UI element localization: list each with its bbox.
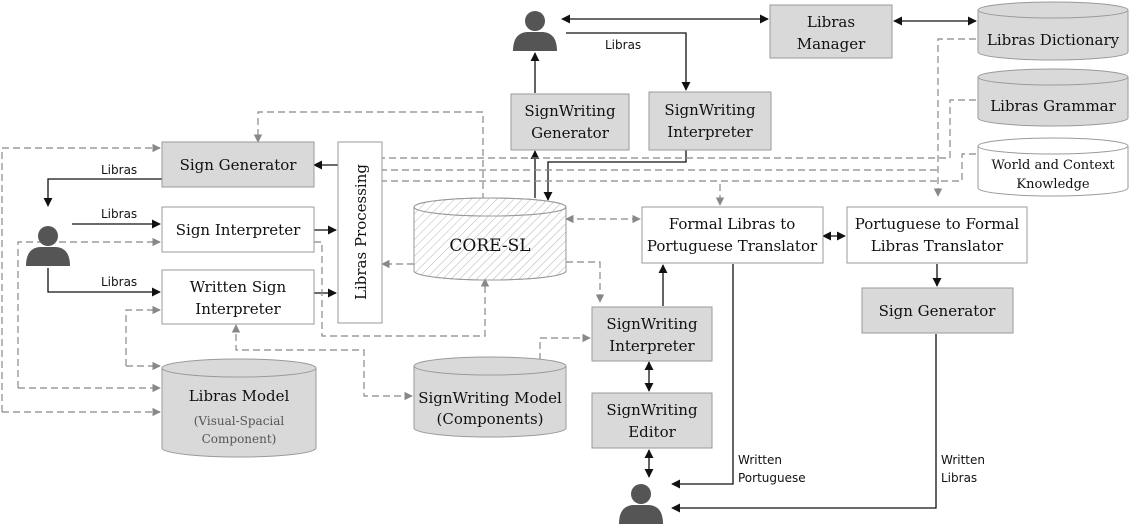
libras-dictionary-db: Libras Dictionary [977,1,1129,61]
svg-text:SignWriting: SignWriting [664,101,756,119]
svg-text:CORE-SL: CORE-SL [449,236,530,256]
svg-text:SignWriting: SignWriting [606,401,698,419]
signwriting-interpreter-mid-node: SignWriting Interpreter [591,306,713,362]
svg-text:Libras Dictionary: Libras Dictionary [987,31,1120,49]
svg-text:Interpreter: Interpreter [667,123,753,141]
svg-text:Portuguese Translator: Portuguese Translator [647,237,818,255]
signwriting-interpreter-top-node: SignWriting Interpreter [648,91,772,151]
person-icon [619,484,663,524]
svg-text:SignWriting: SignWriting [606,315,698,333]
svg-text:Libras Processing: Libras Processing [352,164,370,300]
sign-interpreter-node: Sign Interpreter [161,206,315,253]
svg-text:Manager: Manager [797,35,866,53]
svg-text:Libras Grammar: Libras Grammar [990,97,1116,115]
svg-text:Editor: Editor [628,423,676,441]
libras-manager-node: Libras Manager [769,4,893,59]
written-sign-interpreter-node: Written Sign Interpreter [161,269,315,325]
edge-label-top-libras: Libras [605,38,641,52]
libras-processing-node: Libras Processing [337,141,383,324]
svg-text:(Components): (Components) [437,410,544,428]
svg-text:SignWriting: SignWriting [524,102,616,120]
edge-label-written-libras-2: Libras [941,471,977,485]
formal-libras-to-portuguese-node: Formal Libras to Portuguese Translator [641,206,824,264]
libras-model-db: Libras Model (Visual-Spacial Component) [161,358,317,458]
svg-text:SignWriting Model: SignWriting Model [418,389,562,407]
edge-label-written-portuguese-1: Written [738,453,782,467]
svg-text:Sign Interpreter: Sign Interpreter [176,221,301,239]
svg-text:Interpreter: Interpreter [609,337,695,355]
signwriting-model-db: SignWriting Model (Components) [413,356,567,438]
edge-label-libras-3: Libras [101,275,137,289]
svg-text:Portuguese to Formal: Portuguese to Formal [855,215,1020,233]
edge-label-written-portuguese-2: Portuguese [738,471,806,485]
sign-generator-left-node: Sign Generator [161,141,315,188]
person-icon [26,226,70,266]
signwriting-generator-node: SignWriting Generator [510,93,630,151]
libras-grammar-db: Libras Grammar [977,68,1129,127]
svg-text:Written Sign: Written Sign [190,278,287,296]
svg-text:Sign Generator: Sign Generator [180,156,298,174]
edge-label-libras-2: Libras [101,207,137,221]
svg-text:Formal Libras to: Formal Libras to [669,215,796,233]
svg-text:Sign Generator: Sign Generator [879,302,997,320]
core-sl-db: CORE-SL [413,197,567,281]
svg-text:Generator: Generator [531,124,610,142]
svg-text:Interpreter: Interpreter [195,300,281,318]
svg-text:World and Context: World and Context [991,158,1115,173]
svg-text:Libras Model: Libras Model [189,387,290,405]
world-context-knowledge-db: World and Context Knowledge [977,137,1129,197]
svg-text:Knowledge: Knowledge [1016,177,1090,192]
person-icon [513,11,557,51]
svg-text:Component): Component) [202,432,277,446]
connections [1,14,977,513]
svg-text:Libras: Libras [807,13,855,31]
edge-label-libras-1: Libras [101,163,137,177]
sign-generator-right-node: Sign Generator [861,287,1014,334]
signwriting-editor-node: SignWriting Editor [591,392,713,449]
svg-text:(Visual-Spacial: (Visual-Spacial [194,414,285,428]
edge-label-written-libras-1: Written [941,453,985,467]
edge-labels: Libras Libras Libras Libras Written Port… [101,38,985,485]
svg-text:Libras Translator: Libras Translator [871,237,1004,255]
portuguese-to-formal-libras-node: Portuguese to Formal Libras Translator [846,206,1028,264]
